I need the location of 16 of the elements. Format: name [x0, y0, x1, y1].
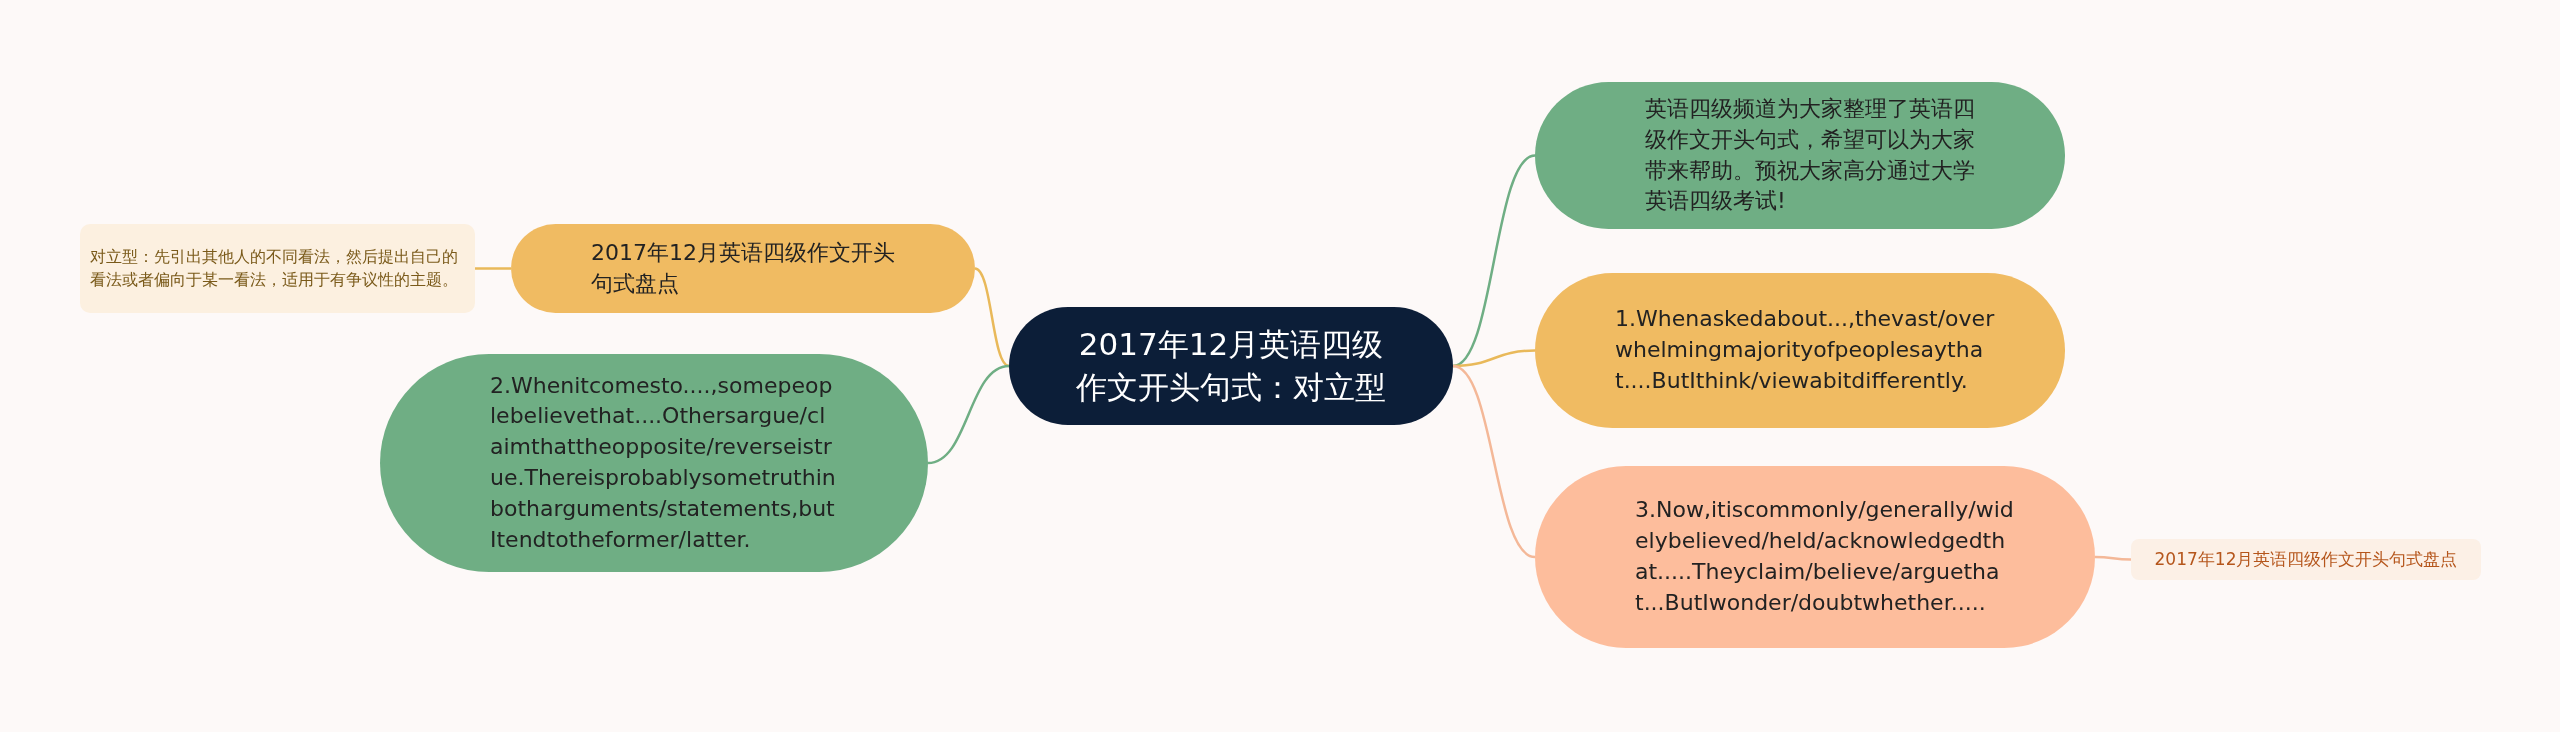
node-text: 3.Now,itiscommonly/generally/widelybelieved/held/acknowledgedthat.....Theyclaim/believe/arguethat...ButIwonder/doubtwhether..... [1635, 496, 2015, 617]
node-text: 2017年12月英语四级作文开头句式：对立型 [1075, 324, 1387, 407]
node-text: 2017年12月英语四级作文开头句式盘点 [591, 238, 896, 298]
node-text: 对立型：先引出其他人的不同看法，然后提出自己的看法或者偏向于某一看法，适用于有争议性的主题。 [90, 246, 459, 291]
node-text: 1.Whenaskedabout...,thevast/overwhelmingmajorityofpeoplesaythat....ButIthink/viewabitdifferently. [1615, 305, 1995, 395]
subtopic-tag [2131, 539, 2481, 580]
connector-line [2095, 555, 2131, 561]
node-text: 2017年12月英语四级作文开头句式盘点 [2154, 547, 2458, 571]
connector-line [974, 267, 1010, 368]
connector-line [475, 267, 511, 270]
node-text: 2.Whenitcomesto....,somepeoplebelievethat....Othersargue/claimthattheopposite/reverseistrue.Thereisprobablysometruthinbotharguments/statements,butItendtotheformer/latter. [490, 371, 837, 554]
node-text: 英语四级频道为大家整理了英语四级作文开头句式，希望可以为大家带来帮助。预祝大家高分通过大学英语四级考试! [1645, 94, 1975, 216]
connector-line [1452, 154, 1536, 368]
note-card [80, 224, 475, 313]
connector-line [927, 364, 1010, 465]
connector-line [1452, 364, 1536, 559]
